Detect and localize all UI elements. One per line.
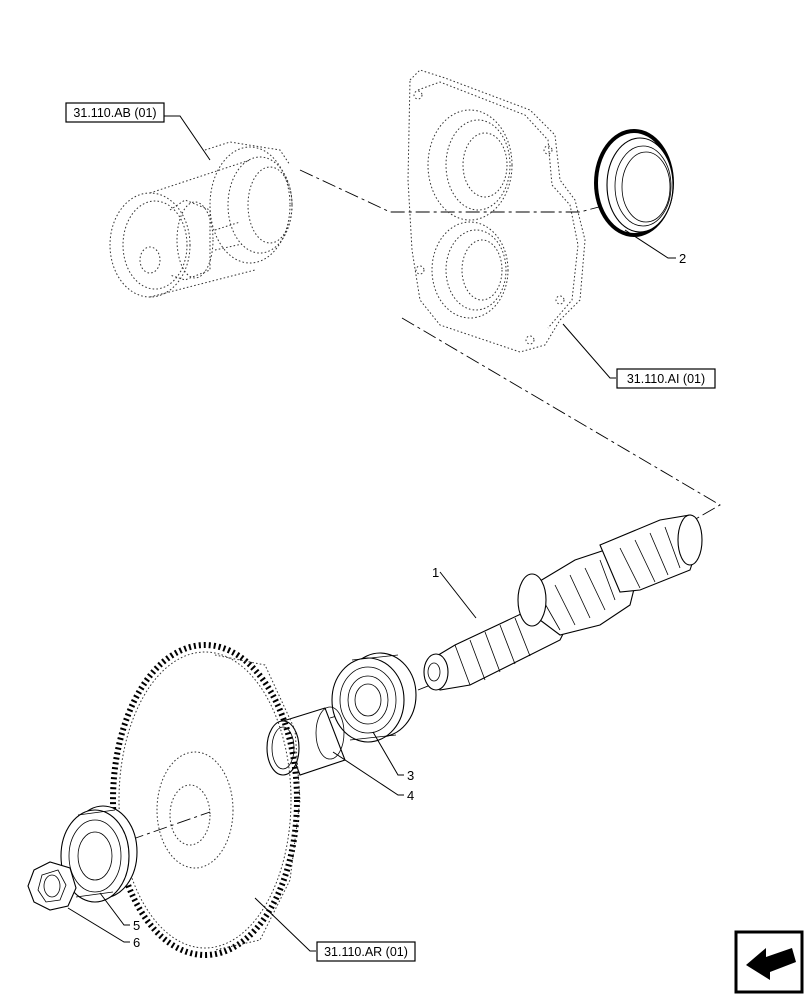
next-page-arrow-icon[interactable]: [734, 930, 804, 994]
centerlines: [129, 169, 721, 841]
part-4-spacer: [266, 706, 346, 776]
part-3-bearing: [331, 652, 417, 743]
callout-5: 5: [133, 918, 140, 933]
leader-lines: [67, 115, 676, 952]
ref-label-ab: 31.110.AB (01): [73, 106, 156, 120]
ref-label-ar: 31.110.AR (01): [324, 945, 408, 959]
callout-6: 6: [133, 935, 140, 950]
callout-2: 2: [679, 251, 686, 266]
ref-box-31-110-ab[interactable]: 31.110.AB (01): [65, 102, 165, 123]
ref-box-31-110-ar[interactable]: 31.110.AR (01): [316, 941, 416, 962]
part-1-shaft: [423, 514, 703, 691]
large-spur-gear: [110, 642, 301, 958]
phantom-housing: [407, 69, 586, 353]
part-2-seal: [594, 129, 674, 237]
ref-label-ai: 31.110.AI (01): [627, 372, 705, 386]
part-5-bearing: [60, 805, 138, 903]
phantom-upper-shaft-assembly: [109, 141, 293, 298]
ref-box-31-110-ai[interactable]: 31.110.AI (01): [616, 368, 716, 389]
callout-1: 1: [432, 565, 439, 580]
callout-3: 3: [407, 768, 414, 783]
callout-4: 4: [407, 788, 414, 803]
part-6-nut: [27, 861, 77, 911]
